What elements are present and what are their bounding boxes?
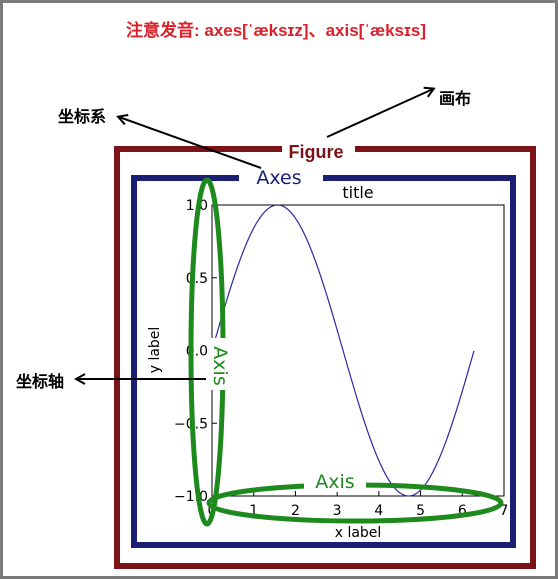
x-axis-label: x label	[335, 525, 382, 541]
axes-box	[131, 175, 516, 548]
figure-box	[114, 146, 536, 569]
canvas-arrow	[326, 89, 433, 138]
x-tick-label: 2	[291, 503, 300, 519]
chart-title: title	[342, 183, 373, 202]
plot-area	[211, 204, 505, 497]
x-tick-label: 1	[249, 503, 258, 519]
y-axis-axis-label: Axis	[209, 346, 231, 385]
y-tick-label: 0.5	[186, 271, 208, 287]
coordinate-axis-label: 坐标轴	[16, 372, 65, 391]
axes-label: Axes	[256, 167, 301, 189]
coordinate-system-arrow	[119, 117, 262, 169]
coordinate-system-label: 坐标系	[58, 107, 107, 126]
x-tick-label: 5	[416, 503, 425, 519]
x-tick-label: 6	[458, 503, 467, 519]
y-axis-label: y label	[147, 327, 163, 374]
sine-curve	[211, 204, 475, 497]
canvas-label: 画布	[439, 89, 472, 108]
pronunciation-note: 注意发音: axes[ˈæksɪz]、axis[ˈæksɪs]	[125, 21, 427, 40]
x-tick-label: 3	[333, 503, 342, 519]
x-tick-label: 7	[500, 503, 509, 519]
x-tick-label: 4	[374, 503, 383, 519]
y-tick-label: −1.0	[174, 489, 208, 505]
x-axis-axis-label: Axis	[315, 471, 354, 493]
figure-label: Figure	[288, 142, 343, 162]
